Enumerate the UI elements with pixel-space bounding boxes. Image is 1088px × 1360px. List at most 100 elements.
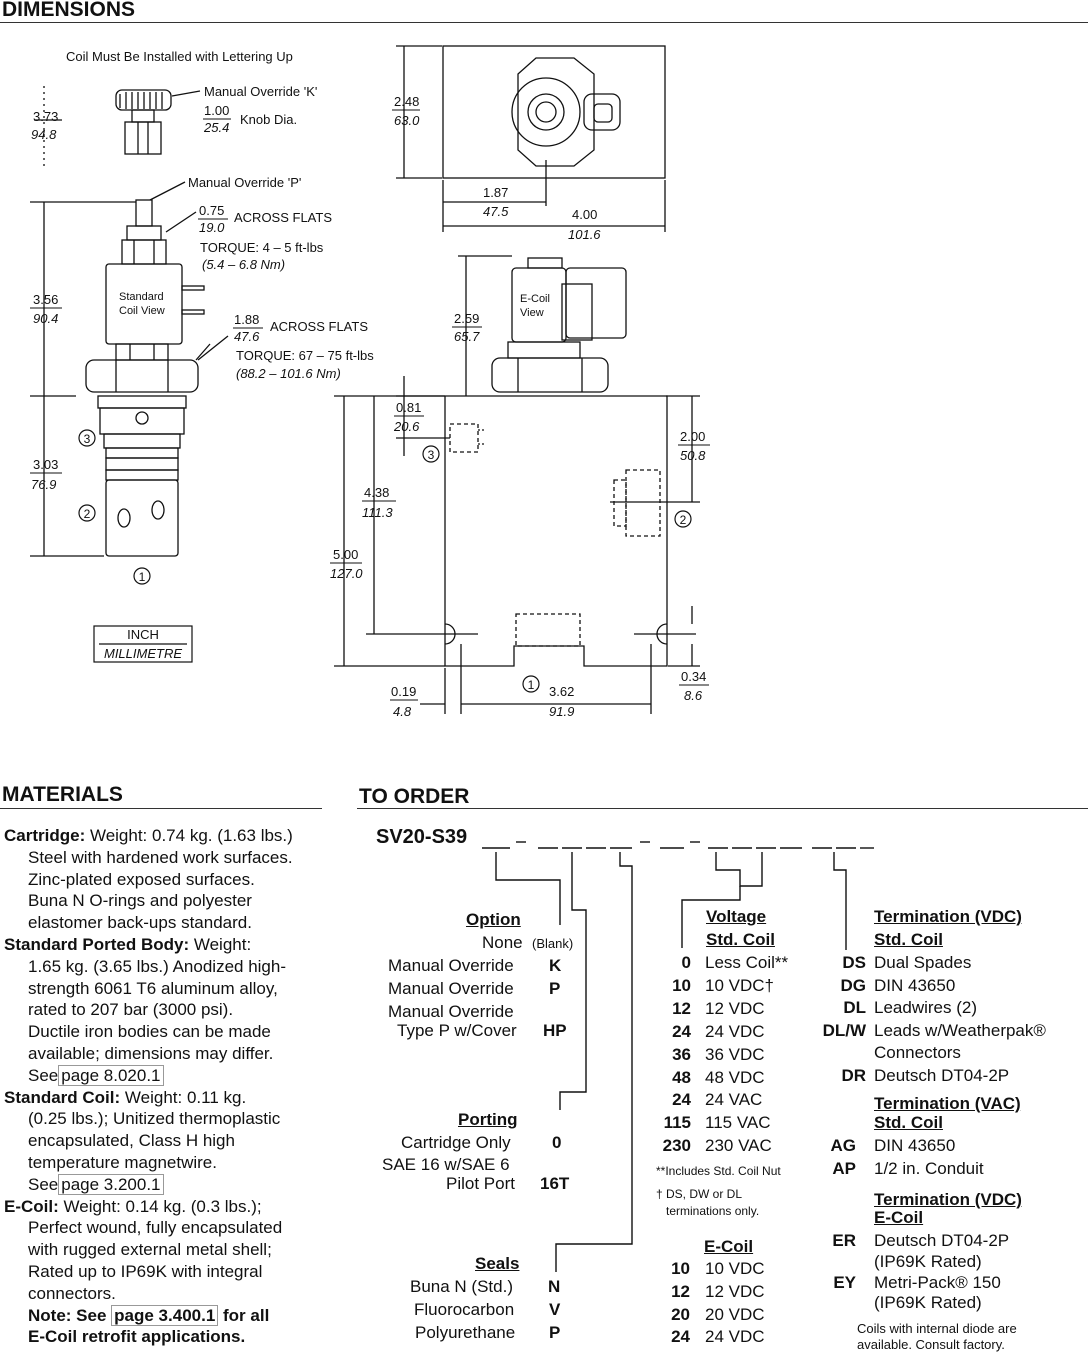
- k-height-mm: 94.8: [31, 127, 57, 142]
- term-ecoil-item-label: Deutsch DT04-2P: [874, 1231, 1010, 1250]
- ecoil-h-in: 2.59: [454, 311, 479, 326]
- knob-label: Knob Dia.: [240, 112, 297, 127]
- voltage-std-header: Std. Coil: [706, 930, 775, 949]
- top-off-mm: 47.5: [483, 204, 509, 219]
- term-vac-std-header: Std. Coil: [874, 1113, 943, 1132]
- term-ecoil-item-label: (IP69K Rated): [874, 1251, 982, 1271]
- term-ecoil-header: Termination (VDC): [874, 1190, 1022, 1209]
- flats2-mm: 47.6: [234, 329, 260, 344]
- torque1-nm: (5.4 – 6.8 Nm): [202, 257, 285, 272]
- flats1-label: ACROSS FLATS: [234, 210, 332, 225]
- top-off-in: 1.87: [483, 185, 508, 200]
- porting-2: Pilot Port: [446, 1174, 515, 1193]
- term-vdc-item-label: Leadwires (2): [874, 998, 977, 1018]
- term-ecoil-item-label: Metri-Pack® 150: [874, 1272, 1001, 1292]
- voltage-item-label: 24 VAC: [705, 1090, 763, 1110]
- porting-2-code: 16T: [540, 1174, 570, 1193]
- title-rule: [0, 22, 1088, 23]
- flats1-in: 0.75: [199, 203, 224, 218]
- note-a: Note: See: [28, 1305, 107, 1325]
- diode-note-1: Coils with internal diode are: [857, 1321, 1017, 1336]
- term-vdc-item-label: Deutsch DT04-2P: [874, 1066, 1010, 1085]
- torque2: TORQUE: 67 – 75 ft-lbs: [236, 348, 374, 363]
- knob-in: 1.00: [204, 103, 229, 118]
- term-ecoil-item-code: ER: [832, 1231, 856, 1250]
- term-vdc-item-code: DL/W: [822, 1020, 866, 1040]
- option-hp-2: Type P w/Cover: [397, 1021, 517, 1040]
- porting-1: SAE 16 w/SAE 6: [382, 1155, 510, 1174]
- ecoil-h-mm: 65.7: [454, 329, 480, 344]
- unit-legend: [93, 625, 193, 663]
- body-l2: strength 6061 T6 aluminum alloy,: [28, 978, 278, 998]
- ecoil-item-label: 20 VDC: [705, 1304, 765, 1324]
- voltage-item-code: 24: [672, 1021, 691, 1041]
- ecoil-item-label: 24 VDC: [705, 1327, 765, 1347]
- body-page-link[interactable]: page 8.020.1: [58, 1064, 164, 1086]
- cartridge-l1: Steel with hardened work surfaces.: [28, 847, 293, 867]
- ecoil-l3: Rated up to IP69K with integral: [28, 1261, 263, 1281]
- body-h-in: 5.00: [333, 547, 358, 562]
- term-vac-item-label: DIN 43650: [874, 1136, 956, 1155]
- voltage-item-label: Less Coil**: [705, 953, 789, 972]
- torque1: TORQUE: 4 – 5 ft-lbs: [200, 240, 324, 255]
- voltage-item-code: 12: [672, 998, 691, 1018]
- option-p: Manual Override: [388, 979, 514, 998]
- cartridge-hex: [85, 359, 199, 393]
- lower-in: 3.03: [33, 457, 58, 472]
- unit-inch: INCH: [127, 627, 159, 642]
- ecoil-item-code: 12: [671, 1281, 690, 1301]
- override-p-rod: [135, 199, 153, 227]
- hole-in: 3.62: [549, 684, 574, 699]
- term-vdc-item-code: DS: [842, 953, 866, 972]
- voltage-item-code: 24: [672, 1090, 691, 1110]
- override-p-label: Manual Override 'P': [188, 175, 301, 190]
- port-1-label: 1: [139, 570, 146, 584]
- dimensions-title: DIMENSIONS: [2, 0, 136, 21]
- porting-0: Cartridge Only: [401, 1133, 511, 1152]
- term-vdc-item-code: DL: [843, 998, 866, 1018]
- flats2-label: ACROSS FLATS: [270, 319, 368, 334]
- flats1-mm: 19.0: [199, 220, 225, 235]
- coil-page-link[interactable]: page 3.200.1: [58, 1173, 164, 1195]
- voltage-item-label: 230 VAC: [705, 1136, 772, 1156]
- ecoil-body: [511, 267, 567, 343]
- mid-mm: 111.3: [362, 505, 393, 520]
- p3-off-in: 0.81: [396, 400, 421, 415]
- ecoil-l4: connectors.: [28, 1283, 116, 1303]
- seal-0: Buna N (Std.): [410, 1277, 513, 1296]
- ecoil-item-label: 10 VDC: [705, 1259, 765, 1278]
- option-none: None: [482, 933, 523, 952]
- note-b: for all: [223, 1305, 270, 1325]
- voltage-item-label: 24 VDC: [705, 1021, 765, 1041]
- porting-header: Porting: [458, 1110, 518, 1129]
- top-w-mm: 101.6: [568, 227, 601, 242]
- seal-0-code: N: [548, 1277, 561, 1296]
- upper-in: 3.56: [33, 292, 58, 307]
- port-2-label-body: 2: [680, 513, 687, 527]
- override-k-label: Manual Override 'K': [204, 84, 317, 99]
- seal-1-code: V: [549, 1300, 561, 1319]
- ecoil-view-2: View: [520, 307, 544, 319]
- term-ecoil-sub: E-Coil: [874, 1208, 924, 1227]
- body-h-mm: 127.0: [330, 566, 363, 581]
- seal-2-code: P: [549, 1323, 561, 1342]
- diode-note-2: available. Consult factory.: [857, 1337, 1005, 1352]
- lower-mm: 76.9: [31, 477, 56, 492]
- coil-l1: (0.25 lbs.); Unitized thermoplastic: [28, 1109, 281, 1129]
- note-dagger-1: † DS, DW or DL: [656, 1187, 743, 1201]
- materials-text: Cartridge: Weight: 0.74 kg. (1.63 lbs.) …: [4, 825, 324, 1348]
- voltage-item-code: 48: [672, 1067, 691, 1087]
- cartridge-label: Cartridge:: [4, 826, 86, 845]
- ecoil-page-link[interactable]: page 3.400.1: [111, 1304, 219, 1326]
- p3-off-mm: 20.6: [393, 419, 420, 434]
- voltage-item-label: 36 VDC: [705, 1044, 765, 1064]
- cartridge-l2: Zinc-plated exposed surfaces.: [28, 869, 255, 889]
- coil-label: Standard Coil:: [4, 1087, 121, 1107]
- top-w-in: 4.00: [572, 207, 597, 222]
- term-vdc-std-header: Std. Coil: [874, 930, 943, 949]
- edge-mm: 4.8: [393, 704, 412, 719]
- ecoil-weight: Weight: 0.14 kg. (0.3 lbs.);: [58, 1196, 262, 1216]
- ecoil-label: E-Coil:: [4, 1196, 59, 1216]
- port-2-label: 2: [84, 507, 91, 521]
- ecoil-item-code: 20: [671, 1304, 690, 1324]
